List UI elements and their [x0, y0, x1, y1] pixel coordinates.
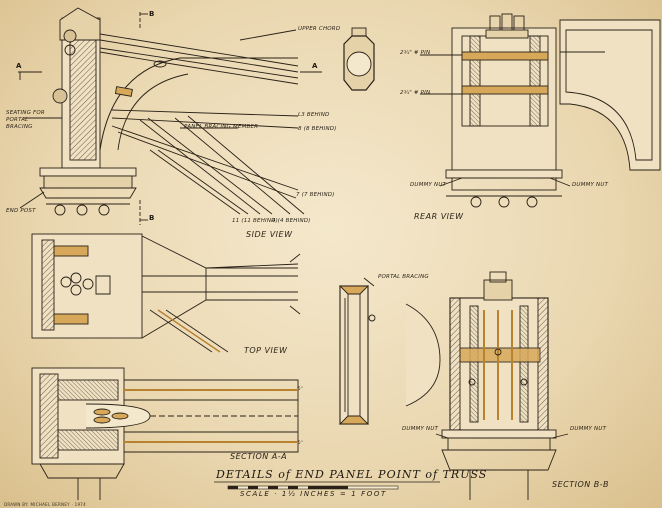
- label-upper-chord: UPPER CHORD: [298, 26, 341, 32]
- label-dummy-nut-left: DUMMY NUT: [410, 182, 447, 188]
- label-panel-bracing-member: PANEL BRACING MEMBER: [184, 124, 259, 130]
- label-l8-behind: 8 (8 BEHIND): [298, 126, 337, 132]
- view-title-rear: REAR VIEW: [414, 212, 464, 221]
- view-title-side: SIDE VIEW: [246, 230, 293, 239]
- dimension-bottom: 5": [298, 440, 303, 445]
- label-pin-upper: 2¾" # PIN: [400, 50, 431, 56]
- view-title-top: TOP VIEW: [244, 346, 288, 355]
- upper-chord-section: [343, 27, 375, 91]
- scale-text: SCALE · 1½ INCHES = 1 FOOT: [240, 490, 387, 498]
- label-portal-bracing: PORTAL BRACING: [378, 274, 429, 280]
- title-rules: [214, 481, 440, 490]
- label-pin-lower: 2¾" # PIN: [400, 90, 431, 96]
- view-title-section-a: SECTION A-A: [230, 452, 288, 461]
- label-l3-behind: L3 BEHIND: [298, 112, 330, 118]
- label-l11-behind: 11 (11 BEHIND): [232, 218, 278, 224]
- drawing-title: DETAILS of END PANEL POINT of TRUSS: [216, 468, 488, 481]
- section-mark-a-left: A: [16, 62, 22, 70]
- label-dummy-nut-bottom-right: DUMMY NUT: [570, 426, 607, 432]
- rear-view-drawing: [420, 13, 661, 208]
- portal-bracing-drawing: [338, 277, 376, 425]
- label-l7-behind: 7 (7 BEHIND): [296, 192, 335, 198]
- label-seating-portal-bracing: SEATING FOR PORTAL BRACING: [6, 110, 45, 130]
- label-dummy-nut-right: DUMMY NUT: [572, 182, 609, 188]
- section-mark-b-bottom: B: [149, 214, 155, 222]
- section-b-drawing: [405, 271, 569, 500]
- section-mark-b-top: B: [149, 10, 155, 18]
- dimension-top: 5": [298, 386, 303, 391]
- top-view-drawing: [31, 233, 301, 353]
- section-mark-a-right: A: [312, 62, 318, 70]
- label-l4-behind: 4 (4 BEHIND): [272, 218, 311, 224]
- view-title-section-b: SECTION B-B: [552, 480, 610, 489]
- drawn-by: DRAWN BY: MICHAEL BERNEY · 1974: [4, 502, 86, 507]
- side-view-drawing: [18, 7, 322, 225]
- label-end-post: END POST: [6, 208, 36, 214]
- section-a-drawing: [31, 367, 299, 500]
- label-dummy-nut-bottom-left: DUMMY NUT: [402, 426, 439, 432]
